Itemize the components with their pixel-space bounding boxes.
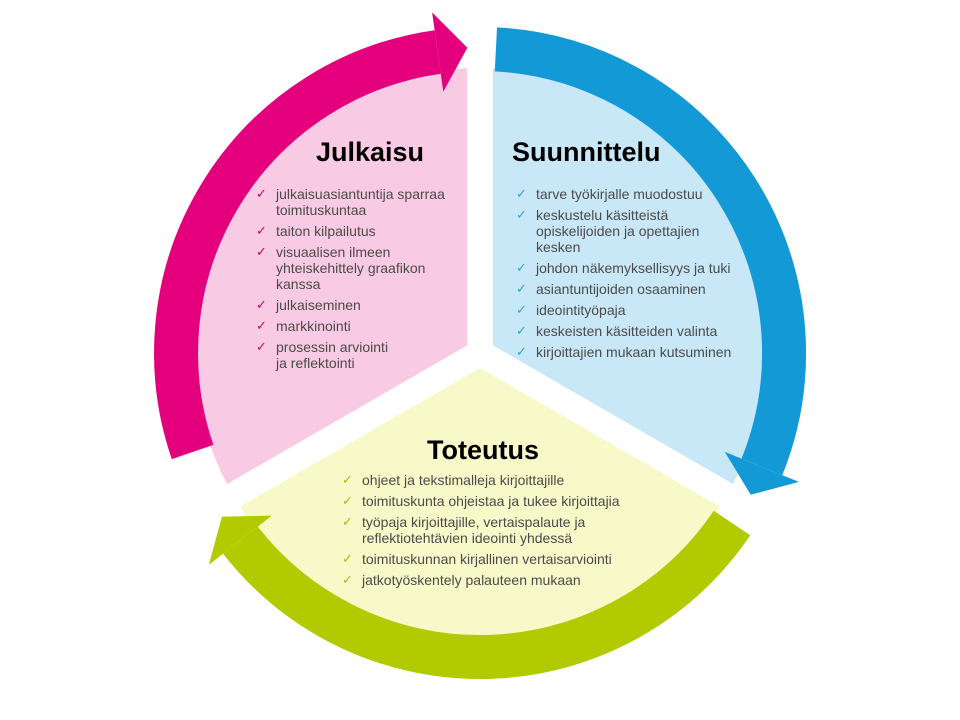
check-icon: ✓: [256, 339, 267, 354]
list-item-text: kirjoittajien mukaan kutsuminen: [536, 344, 732, 360]
list-item-text: toimituskunnan kirjallinen vertaisarvioi…: [362, 551, 612, 567]
section-title-toteutus: Toteutus: [427, 435, 539, 465]
list-item-text: julkaisuasiantuntija sparraa toimituskun…: [276, 186, 445, 218]
list-item: ✓ tarve työkirjalle muodostuu: [516, 186, 758, 202]
section-title-suunnittelu: Suunnittelu: [512, 137, 661, 167]
list-item-text: tarve työkirjalle muodostuu: [536, 186, 703, 202]
list-item: ✓ toimituskunta ohjeistaa ja tukee kirjo…: [342, 493, 664, 509]
check-icon: ✓: [516, 260, 527, 275]
list-item: ✓ kirjoittajien mukaan kutsuminen: [516, 344, 758, 360]
list-item: ✓ asiantuntijoiden osaaminen: [516, 281, 758, 297]
list-item: ✓ ideointityöpaja: [516, 302, 758, 318]
list-item: ✓ toimituskunnan kirjallinen vertaisarvi…: [342, 551, 664, 567]
list-item-text: julkaiseminen: [276, 297, 361, 313]
list-item: ✓ julkaiseminen: [256, 297, 486, 313]
toteutus-wedge: [233, 353, 727, 638]
list-item-text: toimituskunta ohjeistaa ja tukee kirjoit…: [362, 493, 620, 509]
check-icon: ✓: [256, 223, 267, 238]
list-item-text: johdon näkemyksellisyys ja tuki: [536, 260, 731, 276]
julkaisu-list: ✓ julkaisuasiantuntija sparraa toimitusk…: [256, 186, 486, 376]
section-title-julkaisu: Julkaisu: [316, 137, 425, 167]
check-icon: ✓: [256, 318, 267, 333]
wedge-separators: [218, 58, 742, 512]
list-item: ✓ keskustelu käsitteistä opiskelijoiden …: [516, 207, 758, 255]
check-icon: ✓: [342, 572, 353, 587]
suunnittelu-arrowhead: [724, 451, 799, 495]
list-item: ✓ markkinointi: [256, 318, 486, 334]
julkaisu-arrow-band: [154, 30, 441, 460]
list-item: ✓ visuaalisen ilmeen yhteiskehittely gra…: [256, 244, 486, 292]
list-item: ✓ työpaja kirjoittajille, vertaispalaute…: [342, 514, 664, 546]
list-item: ✓ taiton kilpailutus: [256, 223, 486, 239]
toteutus-arrow-band: [223, 510, 751, 680]
check-icon: ✓: [516, 186, 527, 201]
list-item-text: ideointityöpaja: [536, 302, 626, 318]
list-item-text: keskustelu käsitteistä opiskelijoiden ja…: [536, 207, 700, 255]
list-item: ✓ julkaisuasiantuntija sparraa toimitusk…: [256, 186, 486, 218]
list-item-text: työpaja kirjoittajille, vertaispalaute j…: [362, 514, 586, 546]
list-item-text: ohjeet ja tekstimalleja kirjoittajille: [362, 472, 565, 488]
list-item-text: asiantuntijoiden osaaminen: [536, 281, 706, 297]
list-item-text: prosessin arviointi ja reflektointi: [276, 339, 389, 371]
list-item: ✓ jatkotyöskentely palauteen mukaan: [342, 572, 664, 588]
julkaisu-arrowhead: [432, 12, 468, 92]
check-icon: ✓: [342, 493, 353, 508]
separator-bottom-right: [473, 341, 742, 512]
check-icon: ✓: [342, 514, 353, 529]
toteutus-arrow: [208, 510, 751, 680]
julkaisu-arrow: [154, 12, 468, 460]
check-icon: ✓: [516, 207, 527, 222]
list-item-text: markkinointi: [276, 318, 351, 334]
check-icon: ✓: [342, 472, 353, 487]
suunnittelu-arrow: [494, 27, 807, 495]
check-icon: ✓: [256, 186, 267, 201]
list-item: ✓ prosessin arviointi ja reflektointi: [256, 339, 486, 371]
toteutus-list: ✓ ohjeet ja tekstimalleja kirjoittajille…: [342, 472, 664, 593]
check-icon: ✓: [256, 297, 267, 312]
toteutus-arrowhead: [208, 515, 272, 565]
check-icon: ✓: [256, 244, 267, 259]
list-item: ✓ ohjeet ja tekstimalleja kirjoittajille: [342, 472, 664, 488]
check-icon: ✓: [516, 344, 527, 359]
list-item-text: keskeisten käsitteiden valinta: [536, 323, 718, 339]
list-item-text: taiton kilpailutus: [276, 223, 376, 239]
check-icon: ✓: [342, 551, 353, 566]
list-item-text: jatkotyöskentely palauteen mukaan: [362, 572, 581, 588]
check-icon: ✓: [516, 281, 527, 296]
list-item-text: visuaalisen ilmeen yhteiskehittely graaf…: [276, 244, 426, 292]
check-icon: ✓: [516, 302, 527, 317]
suunnittelu-arrow-band: [494, 27, 807, 476]
suunnittelu-list: ✓ tarve työkirjalle muodostuu ✓ keskuste…: [516, 186, 758, 365]
list-item: ✓ johdon näkemyksellisyys ja tuki: [516, 260, 758, 276]
check-icon: ✓: [516, 323, 527, 338]
list-item: ✓ keskeisten käsitteiden valinta: [516, 323, 758, 339]
separator-bottom-left: [218, 341, 487, 512]
